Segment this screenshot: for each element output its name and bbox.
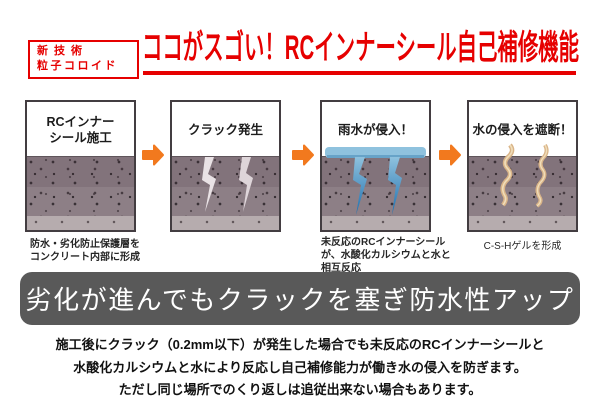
gel-crack-highlight [536,144,548,207]
water-crack-icon [353,157,367,215]
step-panel-crack: クラック発生 [170,100,281,232]
concrete-base-band [469,216,576,230]
benefit-banner: 劣化が進んでもクラックを塞ぎ防水性アップ [20,272,580,325]
caption-step1: 防水・劣化防止保護層を コンクリート内部に形成 [30,239,140,263]
caption-step4: C-S-Hゲルを形成 [483,241,562,252]
badge-line1: 新技術 [37,45,88,57]
step-panel-water-intrusion: 雨水が侵入！ [320,100,431,232]
gel-crack-highlight [501,144,513,206]
concrete-illustration [322,147,429,230]
step-label: 雨水が侵入！ [337,122,413,137]
concrete-illustration [469,143,576,230]
step-panel-water-blocked: 水の侵入を遮断！ [467,100,578,232]
footer-line: 施工後にクラック（0.2mm以下）が発生した場合でも未反応のRCインナーシールと [55,337,545,352]
concrete-base-band [172,216,279,230]
water-crack-icon [388,157,402,215]
crack-icon [202,157,253,212]
caption-step3: 未反応のRCインナーシール が、水酸化カルシウムと水と 相互反応 [321,237,451,274]
step-panel-seal-applied: RCインナー シール施工 [25,100,136,232]
concrete-base-band [27,216,134,230]
page-title: ココがスゴい！RCインナーシール自己補修機能 [142,29,580,67]
concrete-base-band [322,216,429,230]
title-underline [143,71,576,75]
water-intrusion-graphic [325,147,426,215]
concrete-illustration [172,156,279,230]
gel-filled-cracks-graphic [500,143,549,208]
new-tech-badge: 新技術 粒子コロイド [28,40,139,79]
arrow-right-icon [142,144,164,166]
arrow-right-icon [439,144,461,166]
footer-line: 水酸化カルシウムと水により反応し自己補修能力が働き水の侵入を防ぎます。 [73,359,527,375]
water-layer-edge [327,155,424,158]
footer-description: 施工後にクラック（0.2mm以下）が発生した場合でも未反応のRCインナーシールと… [0,334,600,400]
concrete-illustration [27,156,134,230]
footer-line: ただし同じ場所でのくり返しは追従出来ない場合もあります。 [118,382,482,397]
step-label: 水の侵入を遮断！ [472,122,573,137]
step-label: RCインナー シール施工 [46,114,115,145]
step-label: クラック発生 [187,122,263,137]
badge-line2: 粒子コロイド [37,60,118,72]
arrow-right-icon [292,144,314,166]
